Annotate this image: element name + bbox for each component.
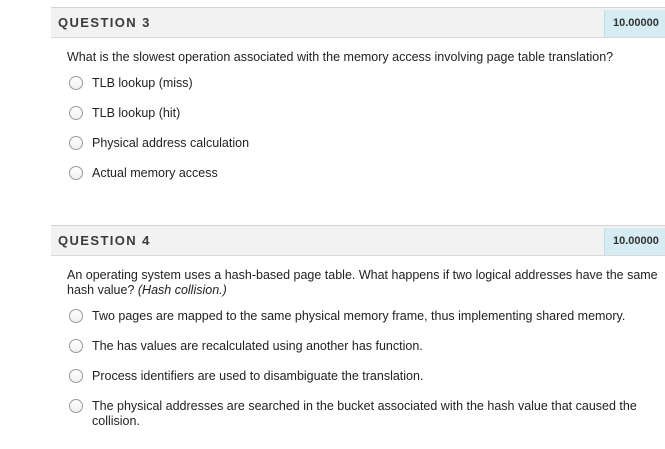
radio-button[interactable]: [69, 399, 83, 413]
option-label[interactable]: Process identifiers are used to disambig…: [92, 369, 424, 383]
option-label[interactable]: The has values are recalculated using an…: [92, 339, 423, 353]
question-text-emphasis: (Hash collision.): [137, 283, 227, 297]
radio-button[interactable]: [69, 309, 83, 323]
points-badge: 10.00000: [604, 228, 665, 255]
option-label[interactable]: The physical addresses are searched in t…: [92, 399, 637, 428]
option-label[interactable]: TLB lookup (hit): [92, 106, 181, 120]
radio-button[interactable]: [69, 106, 83, 120]
points-badge: 10.00000: [604, 10, 665, 37]
radio-button[interactable]: [69, 136, 83, 150]
radio-button[interactable]: [69, 339, 83, 353]
radio-button[interactable]: [69, 76, 83, 90]
question-4-header: QUESTION 4 10.00000: [51, 225, 665, 256]
question-text: What is the slowest operation associated…: [67, 50, 659, 65]
option-label[interactable]: Physical address calculation: [92, 136, 250, 150]
question-3-header: QUESTION 3 10.00000: [51, 7, 665, 38]
option-label[interactable]: Two pages are mapped to the same physica…: [92, 309, 626, 323]
radio-button[interactable]: [69, 166, 83, 180]
question-text-main: An operating system uses a hash-based pa…: [67, 268, 658, 297]
question-title: QUESTION 3: [58, 15, 151, 30]
question-title: QUESTION 4: [58, 233, 151, 248]
option-label[interactable]: Actual memory access: [92, 166, 218, 180]
radio-button[interactable]: [69, 369, 83, 383]
option-label[interactable]: TLB lookup (miss): [92, 76, 193, 90]
question-text: An operating system uses a hash-based pa…: [67, 268, 659, 298]
question-text-main: What is the slowest operation associated…: [67, 50, 614, 64]
